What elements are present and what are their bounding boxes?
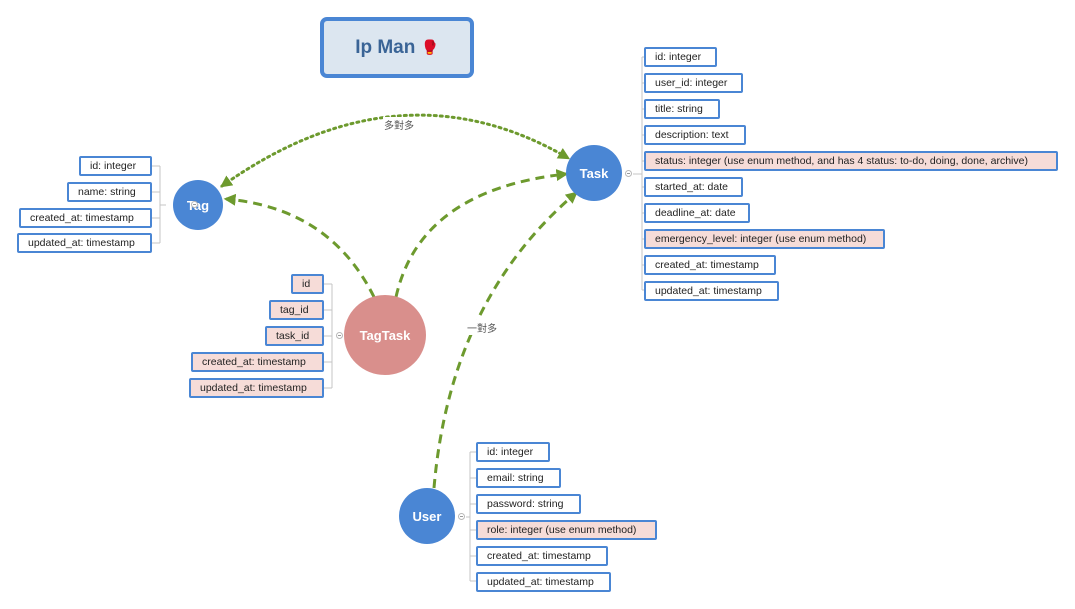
tagtask-field-tag-id[interactable]: tag_id [269,300,324,320]
tag-collapse-toggle[interactable] [191,201,198,208]
entity-tagtask[interactable]: TagTask [344,295,426,375]
user-to-task-arrow [432,191,578,489]
task-collapse-toggle[interactable] [625,170,632,177]
tagtask-field-connectors [323,283,333,389]
task-field-title[interactable]: title: string [644,99,720,119]
tagtask-field-created-at[interactable]: created_at: timestamp [191,352,324,372]
tagtask-to-tag-arrow [223,193,376,298]
one-to-many-label: 一對多 [466,320,498,335]
task-field-user-id[interactable]: user_id: integer [644,73,743,93]
boxing-glove-icon: 🥊 [421,39,439,55]
entity-task-label: Task [579,165,609,181]
task-field-description[interactable]: description: text [644,125,746,145]
entity-user[interactable]: User [399,488,455,544]
tagtask-to-task-arrow [394,169,569,298]
entity-tagtask-label: TagTask [359,327,411,343]
task-field-id[interactable]: id: integer [644,47,717,67]
diagram-title[interactable]: Ip Man 🥊 [320,17,474,78]
user-field-password[interactable]: password: string [476,494,581,514]
entity-task[interactable]: Task [566,145,622,201]
tagtask-field-id[interactable]: id [291,274,324,294]
user-field-id[interactable]: id: integer [476,442,550,462]
task-field-updated-at[interactable]: updated_at: timestamp [644,281,779,301]
task-field-created-at[interactable]: created_at: timestamp [644,255,776,275]
tag-field-created-at[interactable]: created_at: timestamp [19,208,152,228]
task-field-emergency-level[interactable]: emergency_level: integer (use enum metho… [644,229,885,249]
user-field-created-at[interactable]: created_at: timestamp [476,546,608,566]
tag-field-updated-at[interactable]: updated_at: timestamp [17,233,152,253]
task-field-started-at[interactable]: started_at: date [644,177,743,197]
user-field-role[interactable]: role: integer (use enum method) [476,520,657,540]
user-field-updated-at[interactable]: updated_at: timestamp [476,572,611,592]
many-to-many-label: 多對多 [383,117,415,132]
user-field-connectors [466,451,477,582]
tag-field-name[interactable]: name: string [67,182,152,202]
tagtask-field-task-id[interactable]: task_id [265,326,324,346]
entity-user-label: User [412,508,442,524]
task-field-status[interactable]: status: integer (use enum method, and ha… [644,151,1058,171]
tagtask-collapse-toggle[interactable] [336,332,343,339]
task-field-deadline-at[interactable]: deadline_at: date [644,203,750,223]
tag-field-connectors [151,165,166,244]
title-text: Ip Man [355,36,416,58]
tag-field-id[interactable]: id: integer [79,156,152,176]
entity-tag[interactable]: Tag [173,180,223,230]
tagtask-field-updated-at[interactable]: updated_at: timestamp [189,378,324,398]
user-collapse-toggle[interactable] [458,513,465,520]
user-field-email[interactable]: email: string [476,468,561,488]
many-to-many-arrow [220,113,571,188]
